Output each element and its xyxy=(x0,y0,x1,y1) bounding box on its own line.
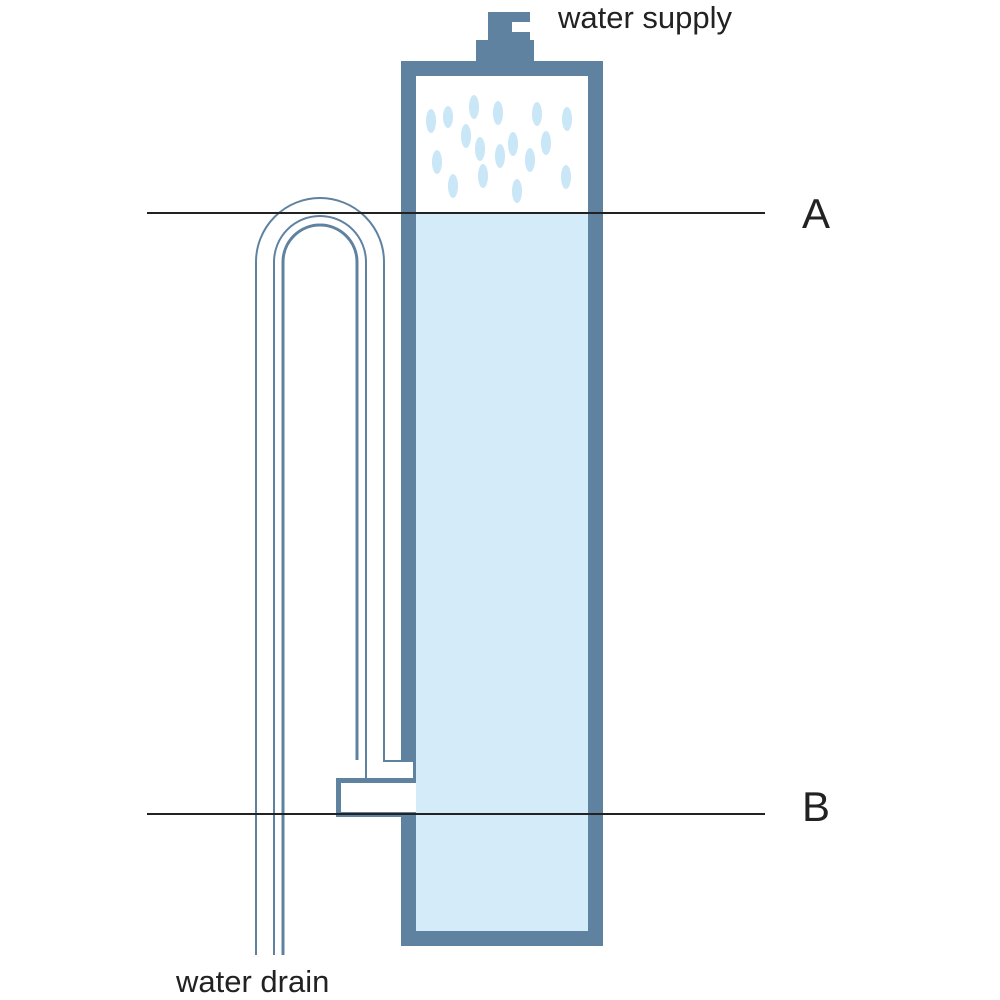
droplet xyxy=(469,95,479,119)
droplet xyxy=(432,150,442,174)
water-droplet-icon xyxy=(426,95,572,203)
siphon-outlet-channel xyxy=(341,783,416,812)
droplet xyxy=(561,165,571,189)
level-b-label: B xyxy=(802,783,831,830)
droplet xyxy=(475,137,485,161)
droplet xyxy=(541,131,551,155)
siphon-tube-inner-edge xyxy=(281,223,359,955)
droplet xyxy=(512,179,522,203)
droplet xyxy=(426,109,436,133)
droplet xyxy=(478,164,488,188)
level-a-label: A xyxy=(802,190,831,237)
siphon-tube-outer-edge xyxy=(255,197,413,955)
tank-water xyxy=(416,213,588,931)
droplet xyxy=(448,174,458,198)
tank-air-space xyxy=(416,76,588,213)
droplet xyxy=(508,132,518,156)
droplet xyxy=(495,144,505,168)
tank-icon xyxy=(401,61,603,946)
droplet xyxy=(532,102,542,126)
siphon-tube-body xyxy=(257,199,413,955)
siphon-tube-icon xyxy=(255,197,416,955)
inlet-pipe-notch xyxy=(512,22,530,32)
water-supply-label: water supply xyxy=(558,0,733,35)
droplet xyxy=(562,107,572,131)
inlet-pipe-icon xyxy=(476,12,534,66)
droplet xyxy=(443,106,453,128)
droplet xyxy=(461,124,471,148)
water-drain-label: water drain xyxy=(176,964,330,999)
droplet xyxy=(525,148,535,172)
droplet xyxy=(493,101,503,125)
